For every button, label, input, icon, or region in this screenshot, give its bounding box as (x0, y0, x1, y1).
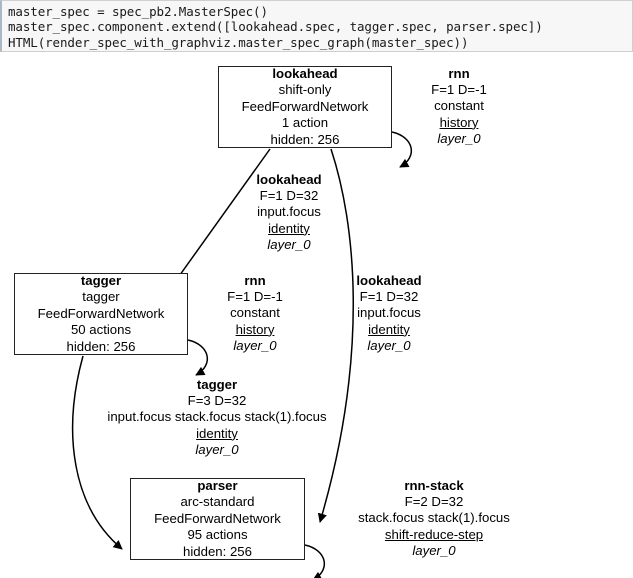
edge-label-lookahead-to-tagger-kind: input.focus (257, 204, 321, 220)
edge-label-lookahead-to-parser-name: lookahead (356, 273, 422, 288)
edge-label-tagger-to-parser-name: tagger (196, 377, 238, 392)
node-parser-title: parser (197, 477, 238, 493)
edge-label-tagger-to-parser-feature: identity (196, 425, 238, 441)
node-tagger-actions: 50 actions (70, 322, 132, 338)
edge-label-lookahead-to-parser: lookahead F=1 D=32 input.focus identity … (330, 273, 448, 354)
node-parser-transition: arc-standard (180, 494, 255, 510)
edge-label-lookahead-self-layer: layer_0 (437, 130, 481, 146)
edge-tagger-to-parser (71, 355, 123, 550)
edge-label-lookahead-self: rnn F=1 D=-1 constant history layer_0 (404, 66, 514, 147)
edge-tagger-self (187, 339, 208, 376)
edge-label-parser-self-name: rnn-stack (404, 478, 464, 493)
node-lookahead-network: FeedForwardNetwork (241, 98, 369, 114)
edge-label-parser-self-layer: layer_0 (412, 542, 456, 558)
edge-label-parser-self-fd: F=2 D=32 (404, 494, 464, 510)
edge-label-lookahead-to-tagger-feature: identity (268, 220, 310, 236)
edge-label-lookahead-self-feature: history (439, 114, 479, 130)
edge-label-lookahead-self-name: rnn (448, 66, 470, 81)
node-tagger[interactable]: tagger tagger FeedForwardNetwork 50 acti… (14, 273, 188, 355)
edge-label-tagger-to-parser: tagger F=3 D=32 input.focus stack.focus … (70, 377, 364, 458)
edge-label-tagger-self-fd: F=1 D=-1 (227, 289, 283, 305)
edge-label-lookahead-to-parser-feature: identity (368, 321, 410, 337)
edge-label-tagger-self-layer: layer_0 (233, 337, 277, 353)
code-line-3: HTML(render_spec_with_graphviz.master_sp… (8, 34, 469, 50)
edge-label-tagger-self-name: rnn (244, 273, 266, 288)
node-parser-hidden: hidden: 256 (183, 543, 252, 559)
master-spec-graph: lookahead shift-only FeedForwardNetwork … (0, 52, 633, 578)
node-tagger-transition: tagger (82, 289, 120, 305)
edge-label-tagger-to-parser-layer: layer_0 (195, 441, 239, 457)
node-tagger-title: tagger (80, 272, 122, 288)
edge-parser-self (304, 544, 325, 578)
edge-label-lookahead-to-tagger: lookahead F=1 D=32 input.focus identity … (230, 172, 348, 253)
node-lookahead-title: lookahead (272, 65, 338, 81)
edge-lookahead-self (391, 131, 412, 168)
edge-label-lookahead-to-tagger-fd: F=1 D=32 (259, 188, 319, 204)
node-lookahead-actions: 1 action (281, 115, 329, 131)
edge-label-lookahead-self-fd: F=1 D=-1 (431, 82, 487, 98)
edge-label-lookahead-to-parser-fd: F=1 D=32 (359, 289, 419, 305)
node-lookahead-transition: shift-only (278, 82, 332, 98)
node-parser-network: FeedForwardNetwork (154, 510, 281, 526)
edge-label-tagger-to-parser-fd: F=3 D=32 (187, 393, 247, 409)
edge-label-tagger-self-feature: history (235, 321, 275, 337)
edge-label-tagger-self-kind: constant (230, 305, 280, 321)
node-parser-actions: 95 actions (187, 527, 248, 543)
node-lookahead-hidden: hidden: 256 (270, 131, 340, 147)
node-lookahead[interactable]: lookahead shift-only FeedForwardNetwork … (218, 66, 392, 148)
node-parser[interactable]: parser arc-standard FeedForwardNetwork 9… (130, 478, 305, 560)
edge-label-parser-self-feature: shift-reduce-step (384, 526, 484, 542)
node-tagger-network: FeedForwardNetwork (37, 305, 165, 321)
edge-label-lookahead-to-tagger-layer: layer_0 (267, 236, 311, 252)
edge-label-lookahead-self-kind: constant (434, 98, 484, 114)
edge-label-parser-self: rnn-stack F=2 D=32 stack.focus stack(1).… (321, 478, 547, 559)
edge-label-lookahead-to-tagger-name: lookahead (256, 172, 322, 187)
edge-label-tagger-self: rnn F=1 D=-1 constant history layer_0 (200, 273, 310, 354)
node-tagger-hidden: hidden: 256 (66, 338, 136, 354)
edge-label-parser-self-kind: stack.focus stack(1).focus (358, 510, 510, 526)
edge-label-lookahead-to-parser-kind: input.focus (357, 305, 421, 321)
edge-label-tagger-to-parser-kind: input.focus stack.focus stack(1).focus (107, 409, 327, 425)
edge-lookahead-to-parser (317, 148, 354, 523)
code-line-2: master_spec.component.extend([lookahead.… (8, 19, 543, 35)
edge-label-lookahead-to-parser-layer: layer_0 (367, 337, 411, 353)
code-line-1: master_spec = spec_pb2.MasterSpec() (8, 4, 268, 19)
code-cell[interactable]: master_spec = spec_pb2.MasterSpec() mast… (0, 0, 633, 52)
